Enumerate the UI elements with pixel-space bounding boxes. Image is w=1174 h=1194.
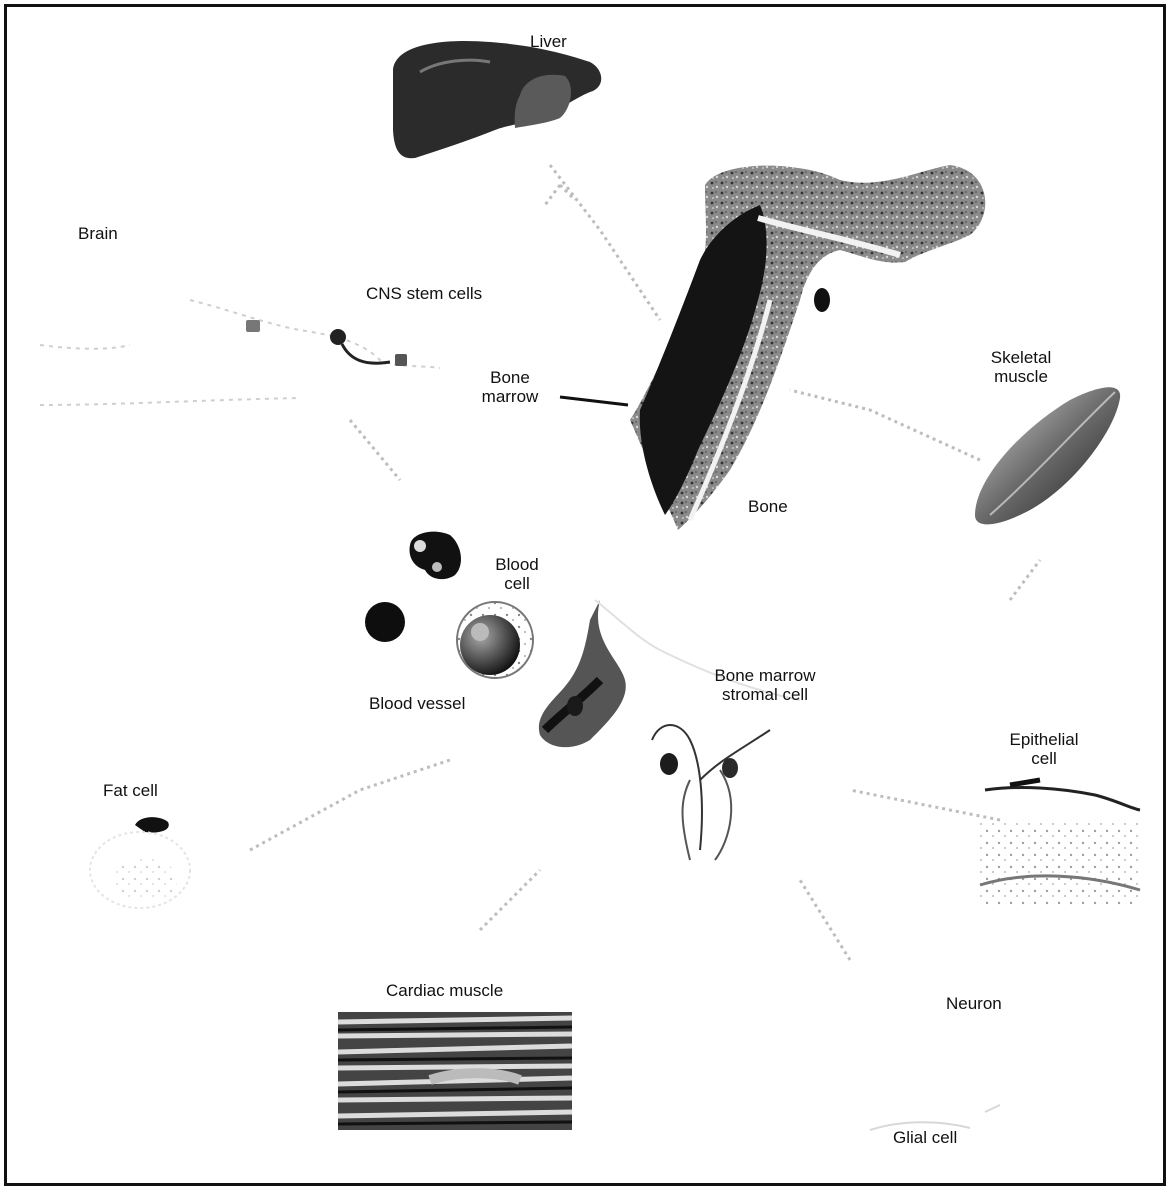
label-blood-cell: Blood cell: [485, 555, 549, 593]
label-glial-cell: Glial cell: [893, 1128, 957, 1147]
label-cns-stem-cells: CNS stem cells: [366, 284, 482, 303]
label-liver: Liver: [530, 32, 567, 51]
label-epithelial-cell: Epithelial cell: [994, 730, 1094, 768]
cns-cells-illustration: [40, 300, 440, 405]
fat-cell-illustration: [90, 817, 190, 908]
bone-illustration: [630, 165, 985, 530]
label-epithelial-line1: Epithelial: [994, 730, 1094, 749]
label-bone-marrow-line2: marrow: [470, 387, 550, 406]
cardiac-muscle-illustration: [338, 1012, 572, 1130]
label-blood-cell-line1: Blood: [485, 555, 549, 574]
label-stromal-line2: stromal cell: [700, 685, 830, 704]
label-bone-marrow: Bone marrow: [470, 368, 550, 406]
label-bone: Bone: [748, 497, 788, 516]
skeletal-muscle-illustration: [975, 387, 1120, 524]
label-bone-marrow-line1: Bone: [470, 368, 550, 387]
label-blood-cell-line2: cell: [485, 574, 549, 593]
liver-illustration: [393, 41, 601, 158]
label-neuron: Neuron: [946, 994, 1002, 1013]
bone-marrow-pointer: [560, 397, 628, 405]
label-skeletal-muscle-line2: muscle: [976, 367, 1066, 386]
label-epithelial-line2: cell: [994, 749, 1094, 768]
label-fat-cell: Fat cell: [103, 781, 158, 800]
label-cardiac-muscle: Cardiac muscle: [386, 981, 503, 1000]
blood-cells-illustration: [365, 532, 533, 678]
stromal-cell-illustration: [652, 725, 770, 860]
label-skeletal-muscle-line1: Skeletal: [976, 348, 1066, 367]
label-skeletal-muscle: Skeletal muscle: [976, 348, 1066, 386]
label-blood-vessel: Blood vessel: [369, 694, 465, 713]
label-brain: Brain: [78, 224, 118, 243]
label-stromal-cell: Bone marrow stromal cell: [700, 666, 830, 704]
neuron-glial-illustration: [870, 1105, 1000, 1130]
label-stromal-line1: Bone marrow: [700, 666, 830, 685]
epithelial-cell-illustration: [980, 780, 1140, 905]
